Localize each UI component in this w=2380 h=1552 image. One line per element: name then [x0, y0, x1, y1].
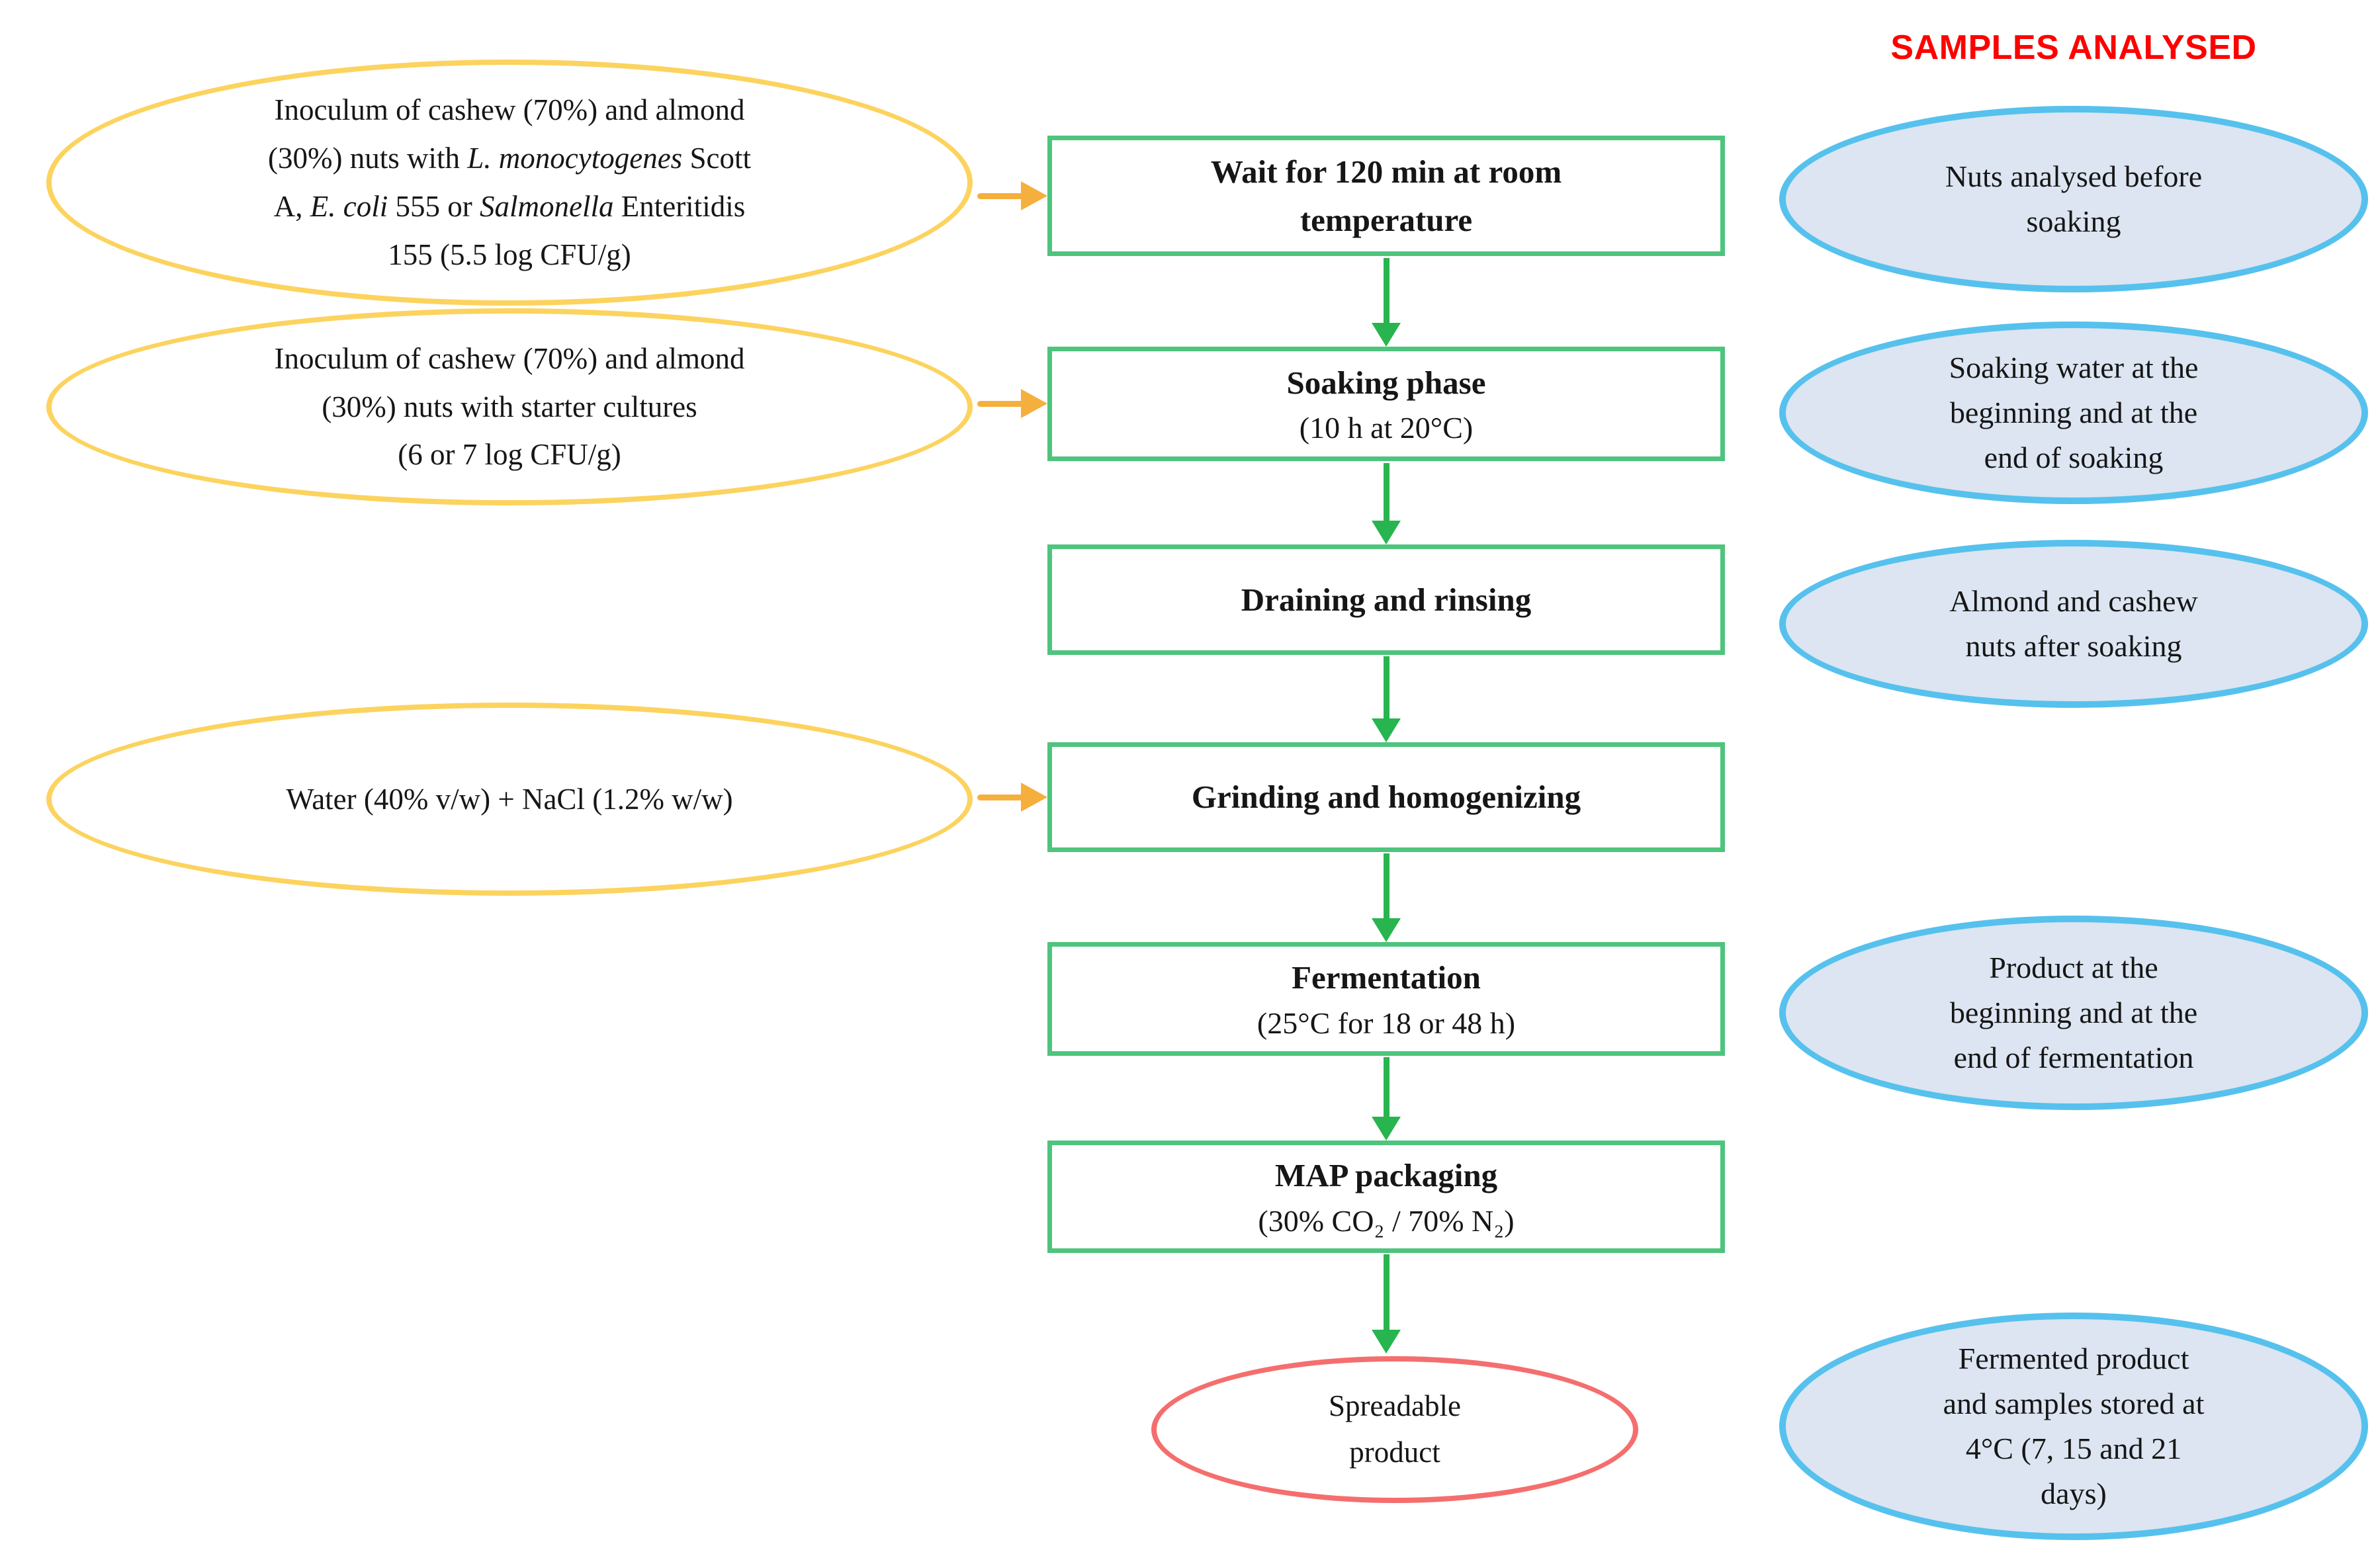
arrow-line [977, 795, 1025, 800]
process-box-grinding-title: Grinding and homogenizing [1191, 779, 1581, 816]
process-box-map-packaging: MAP packaging (30% CO₂ / 70% N₂) [1047, 1141, 1725, 1253]
process-box-draining: Draining and rinsing [1047, 544, 1725, 655]
arrow-head-icon [1372, 521, 1401, 544]
samples-analysed-title: SAMPLES ANALYSED [1890, 28, 2257, 67]
arrow-line [1384, 463, 1389, 525]
arrow-line [1384, 853, 1389, 922]
arrow-inoculum-starter-to-soaking [977, 389, 1047, 418]
arrow-line [1384, 258, 1389, 327]
process-box-soaking-title: Soaking phase [1286, 364, 1486, 401]
process-box-wait: Wait for 120 min at room temperature [1047, 136, 1725, 256]
arrow-line [977, 193, 1025, 199]
process-box-fermentation-title: Fermentation [1292, 959, 1481, 996]
input-ellipse-inoculum-starter-text: Inoculum of cashew (70%) and almond(30%)… [274, 341, 745, 472]
process-box-grinding: Grinding and homogenizing [1047, 742, 1725, 852]
arrow-head-icon [1021, 783, 1047, 812]
arrow-head-icon [1372, 1117, 1401, 1141]
arrow-head-icon [1021, 389, 1047, 418]
arrow-line [1384, 1057, 1389, 1121]
arrow-line [1384, 656, 1389, 722]
arrow-grinding-to-fermentation [1372, 853, 1401, 942]
input-ellipse-inoculum-pathogens-text: Inoculum of cashew (70%) and almond(30%)… [268, 93, 751, 271]
arrow-line [1384, 1254, 1389, 1334]
process-box-soaking-subtitle: (10 h at 20°C) [1299, 411, 1474, 445]
arrow-head-icon [1372, 918, 1401, 942]
arrow-wait-to-soaking [1372, 258, 1401, 347]
process-box-map-packaging-title: MAP packaging [1274, 1157, 1498, 1194]
arrow-head-icon [1372, 323, 1401, 347]
process-box-wait-title: Wait for 120 min at room temperature [1210, 153, 1562, 239]
arrow-inoculum-pathogens-to-wait [977, 181, 1047, 210]
arrow-water-to-grinding [977, 783, 1047, 812]
process-box-soaking: Soaking phase (10 h at 20°C) [1047, 347, 1725, 461]
arrow-head-icon [1372, 1330, 1401, 1354]
arrow-fermentation-to-map [1372, 1057, 1401, 1141]
process-box-map-packaging-subtitle: (30% CO₂ / 70% N₂) [1258, 1203, 1515, 1238]
arrow-soaking-to-draining [1372, 463, 1401, 544]
input-ellipse-inoculum-starter: Inoculum of cashew (70%) and almond(30%)… [46, 308, 973, 505]
process-box-draining-title: Draining and rinsing [1241, 581, 1532, 618]
input-ellipse-water-nacl-text: Water (40% v/w) + NaCl (1.2% w/w) [286, 782, 733, 816]
input-ellipse-inoculum-pathogens: Inoculum of cashew (70%) and almond(30%)… [46, 60, 973, 306]
arrow-line [977, 401, 1025, 407]
arrow-draining-to-grinding [1372, 656, 1401, 742]
arrow-head-icon [1021, 181, 1047, 210]
arrow-head-icon [1372, 718, 1401, 742]
input-ellipse-water-nacl: Water (40% v/w) + NaCl (1.2% w/w) [46, 703, 973, 896]
process-box-fermentation-subtitle: (25°C for 18 or 48 h) [1256, 1006, 1516, 1040]
arrow-map-to-spreadable [1372, 1254, 1401, 1354]
process-box-fermentation: Fermentation (25°C for 18 or 48 h) [1047, 942, 1725, 1056]
